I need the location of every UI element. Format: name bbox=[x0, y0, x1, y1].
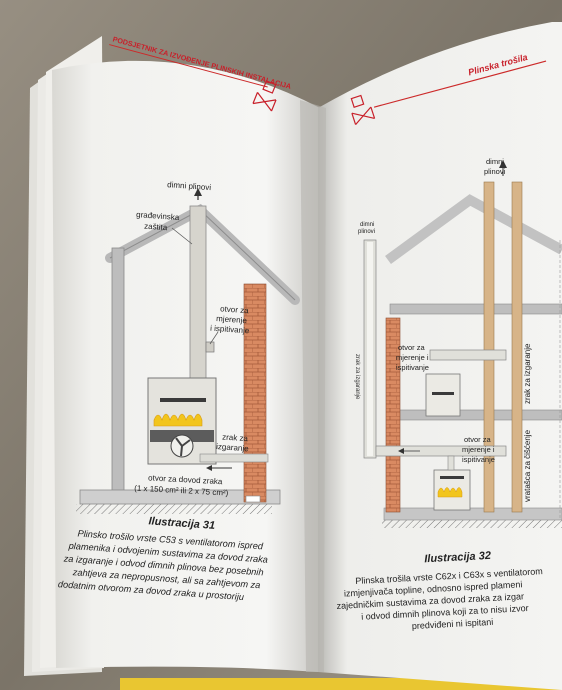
label-measure1-2: mjerenje i bbox=[396, 353, 429, 362]
label-building-protection-1: građevinska bbox=[136, 210, 180, 222]
label-air-left: zrak za izgaranje bbox=[354, 354, 360, 400]
label-flue-top-2: plinovi bbox=[484, 167, 506, 176]
gas-valve-icon bbox=[252, 80, 277, 112]
label-measure-1: otvor za bbox=[220, 304, 250, 315]
right-header-rule bbox=[373, 60, 547, 108]
label-measure-2: mjerenje bbox=[216, 314, 248, 325]
flue-shaft-left bbox=[483, 181, 495, 513]
illustration-32 bbox=[363, 160, 562, 528]
label-measure1-3: ispitivanje bbox=[396, 363, 429, 372]
brick-wall bbox=[243, 283, 267, 503]
label-combustion-air-1: zrak za bbox=[222, 432, 249, 443]
caption-32: Ilustracija 32 Plinska trošila vrste C62… bbox=[336, 550, 543, 631]
caption-32-title: Ilustracija 32 bbox=[424, 550, 491, 565]
label-air-right: zrak za izgaranje bbox=[523, 343, 532, 404]
label-flue-top-1: dimni bbox=[486, 157, 504, 166]
label-flue-left-2: plinovi bbox=[358, 229, 375, 235]
flue-shaft-right bbox=[511, 181, 523, 513]
caption-32-line: predviđeni ni ispitani bbox=[412, 617, 494, 631]
illustration-31 bbox=[76, 188, 300, 514]
label-cleaning-door: vratašca za čišćenje bbox=[523, 429, 532, 502]
gutter-shadow bbox=[300, 100, 326, 672]
label-building-protection-2: zaštita bbox=[144, 222, 168, 233]
label-measure1-1: otvor za bbox=[398, 343, 426, 352]
label-flue-gases: dimni plinovi bbox=[167, 180, 212, 192]
label-measure2-2: mjerenje i bbox=[462, 445, 495, 454]
label-air-supply-1: otvor za dovod zraka bbox=[148, 473, 223, 486]
left-header-rule bbox=[109, 44, 268, 88]
label-combustion-air-2: izgaranje bbox=[216, 442, 250, 453]
left-page bbox=[52, 60, 320, 672]
label-measure2-1: otvor za bbox=[464, 435, 492, 444]
label-measure-3: i ispitivanje bbox=[210, 324, 250, 336]
brick-column bbox=[385, 317, 401, 513]
label-flue-left-1: dimni bbox=[360, 222, 374, 228]
gas-valve-icon-right bbox=[350, 94, 376, 125]
caption-31-title: Ilustracija 31 bbox=[148, 515, 215, 532]
label-measure2-3: ispitivanje bbox=[462, 455, 495, 464]
